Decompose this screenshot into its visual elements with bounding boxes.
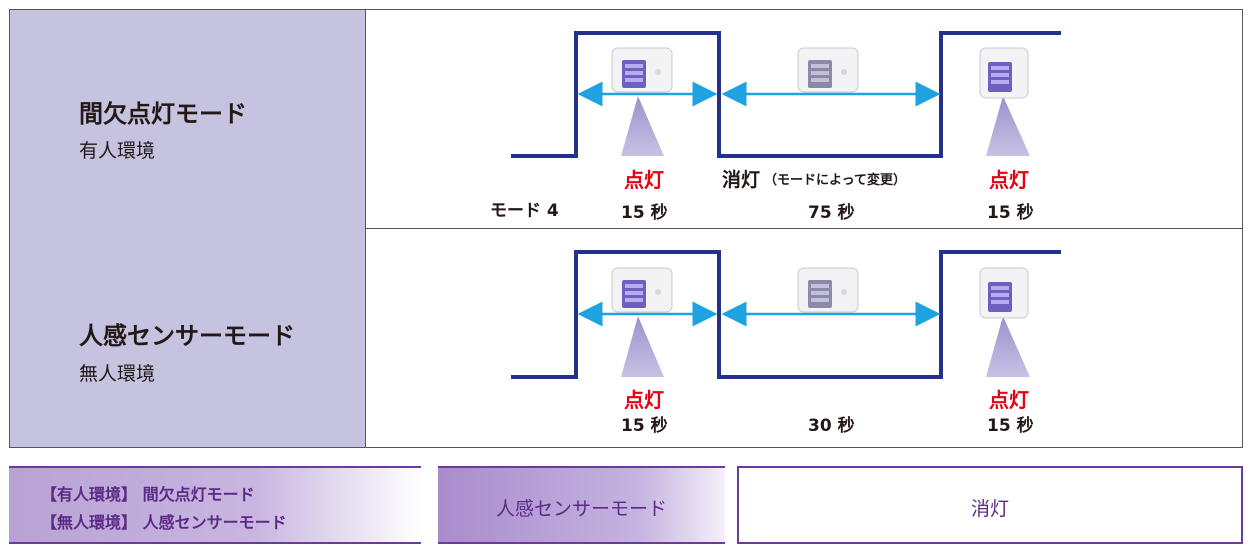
light-beam [986, 316, 1030, 377]
mode-tag: モード 4 [490, 201, 559, 221]
legend-label: 消灯 [970, 498, 1009, 520]
waveform-diagram [511, 250, 1061, 379]
row-intermittent-mode: 間欠点灯モード 有人環境 [10, 10, 1242, 229]
device-icon [611, 267, 673, 313]
light-beam [621, 316, 664, 377]
light-beam [621, 96, 664, 156]
device-icon [797, 267, 859, 313]
mode-subtitle: 有人環境 [79, 140, 156, 162]
device-icon [797, 47, 859, 93]
pulse-waveform [511, 31, 1061, 158]
mode-label-cell: 間欠点灯モード 有人環境 [10, 10, 366, 228]
on-time: 15 秒 [987, 416, 1034, 436]
off-note: （モードによって変更） [764, 173, 906, 188]
on-label: 点灯 [624, 168, 664, 192]
mode-title: 間欠点灯モード [79, 100, 247, 128]
row-sensor-mode: 人感センサーモード 無人環境 [10, 228, 1242, 447]
device-icon [979, 267, 1029, 319]
on-time: 15 秒 [621, 416, 668, 436]
legend-line: 【無人環境】 人感センサーモード [41, 513, 287, 532]
on-label: 点灯 [989, 168, 1029, 192]
legend-label: 人感センサーモード [495, 498, 667, 520]
on-time: 15 秒 [987, 203, 1034, 223]
legend-line: 【有人環境】 間欠点灯モード [41, 485, 255, 504]
on-label: 点灯 [989, 388, 1029, 412]
legend-item-off: 消灯 [737, 466, 1243, 544]
timing-chart: 点灯 15 秒 30 秒 点灯 15 秒 [366, 228, 1242, 447]
off-time: 30 秒 [808, 416, 855, 436]
legend-item-lighting-modes: 【有人環境】 間欠点灯モード 【無人環境】 人感センサーモード [9, 466, 421, 544]
waveform-diagram [511, 31, 1061, 158]
device-icon [979, 47, 1029, 99]
mode-table: 間欠点灯モード 有人環境 [9, 9, 1243, 448]
timing-chart: 点灯 15 秒 消灯 （モードによって変更） 75 秒 点灯 15 秒 モード … [366, 10, 1242, 228]
mode-subtitle: 無人環境 [79, 363, 156, 385]
on-time: 15 秒 [621, 203, 668, 223]
device-icon [611, 47, 673, 93]
legend-item-sensor-mode: 人感センサーモード [438, 466, 725, 544]
off-time: 75 秒 [808, 203, 855, 223]
mode-label-cell: 人感センサーモード 無人環境 [10, 228, 366, 447]
mode-title: 人感センサーモード [79, 322, 295, 350]
on-label: 点灯 [624, 388, 664, 412]
light-beam [986, 96, 1030, 156]
pulse-waveform [511, 250, 1061, 379]
off-label: 消灯 [722, 169, 761, 191]
